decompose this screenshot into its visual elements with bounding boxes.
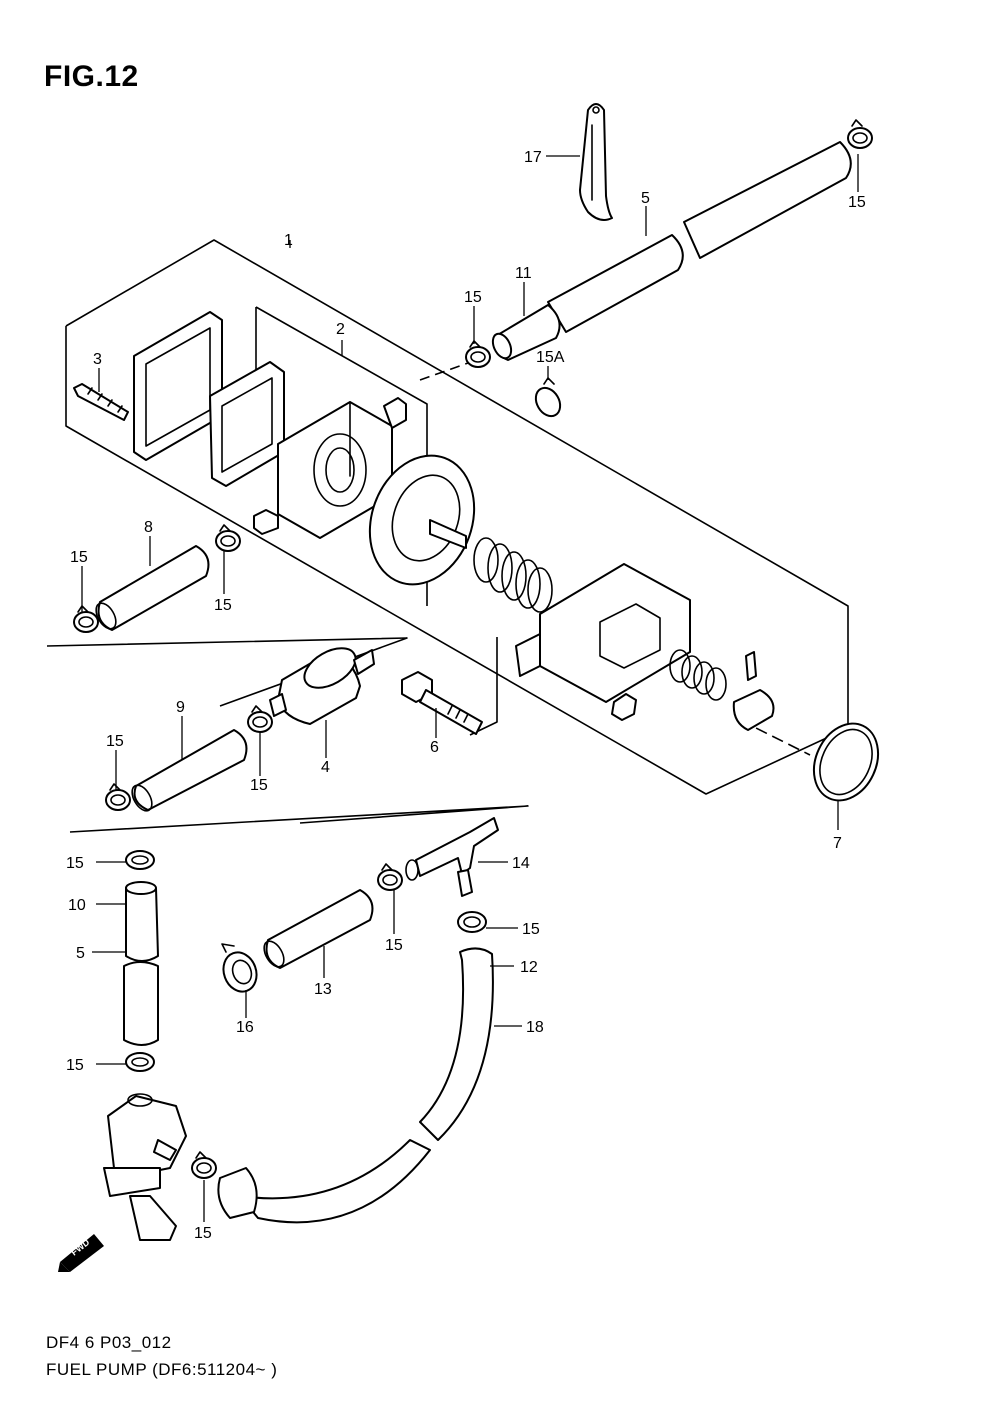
callout-11: 11 bbox=[515, 265, 532, 282]
part-4-fuel-filter bbox=[269, 647, 375, 725]
pump-body bbox=[253, 397, 407, 539]
leader-lines bbox=[81, 154, 859, 1222]
callout-17: 17 bbox=[524, 149, 542, 166]
callout-12: 12 bbox=[520, 959, 538, 976]
callout-15-left-d: 15 bbox=[66, 1057, 84, 1074]
part-17-clip bbox=[579, 103, 613, 221]
callout-15-mid-c: 15 bbox=[385, 937, 403, 954]
fuel-connector bbox=[103, 1093, 187, 1241]
check-valve-spring bbox=[611, 649, 775, 731]
callout-9: 9 bbox=[176, 699, 185, 716]
callouts: 1 2 3 17 5 15 11 15 15A 8 15 15 9 15 15 … bbox=[66, 149, 866, 1242]
callout-18: 18 bbox=[526, 1019, 544, 1036]
part-16-clamp bbox=[221, 943, 258, 993]
callout-6: 6 bbox=[430, 739, 439, 756]
callout-15-mid-a: 15 bbox=[214, 597, 232, 614]
callout-5-top: 5 bbox=[641, 190, 650, 207]
part-14-tee-joint bbox=[405, 817, 499, 897]
diaphragm-spring bbox=[473, 537, 553, 613]
part-15A-clip bbox=[534, 377, 562, 418]
part-5-hose-top bbox=[491, 141, 852, 361]
callout-8: 8 bbox=[144, 519, 153, 536]
diagram-caption: FUEL PUMP (DF6:511204~ ) bbox=[46, 1360, 278, 1379]
hose-clamps bbox=[73, 119, 873, 1179]
part-13-hose bbox=[263, 889, 374, 969]
callout-1: 1 bbox=[284, 232, 293, 249]
pump-cover-gasket bbox=[133, 311, 285, 487]
callout-15-upper: 15 bbox=[464, 289, 482, 306]
pump-diaphragm bbox=[368, 454, 476, 586]
callout-15-mid-b: 15 bbox=[250, 777, 268, 794]
part-3-screw bbox=[73, 383, 129, 421]
part-10-5-hose-vertical bbox=[123, 881, 159, 1046]
callout-15A: 15A bbox=[536, 349, 565, 366]
callout-15-left-b: 15 bbox=[106, 733, 124, 750]
callout-4: 4 bbox=[321, 759, 330, 776]
callout-15-top-right: 15 bbox=[848, 194, 866, 211]
callout-10: 10 bbox=[68, 897, 86, 914]
forward-arrow-icon bbox=[58, 1234, 104, 1272]
callout-16: 16 bbox=[236, 1019, 254, 1036]
callout-15-right-c: 15 bbox=[522, 921, 540, 938]
part-12-18-fuel-hose bbox=[217, 947, 494, 1224]
callout-5-bottom: 5 bbox=[76, 945, 85, 962]
pump-cover bbox=[515, 563, 691, 703]
part-9-hose bbox=[131, 729, 248, 812]
callout-15-left-a: 15 bbox=[70, 549, 88, 566]
fwd-badge: FWD bbox=[58, 1234, 104, 1272]
diagram-code: DF4 6 P03_012 bbox=[46, 1333, 172, 1352]
part-7-oring bbox=[812, 722, 880, 802]
callout-14: 14 bbox=[512, 855, 530, 872]
callout-15-bottom: 15 bbox=[194, 1225, 212, 1242]
callout-15-left-c: 15 bbox=[66, 855, 84, 872]
part-6-bolt bbox=[401, 671, 483, 735]
callout-7: 7 bbox=[833, 835, 842, 852]
figure-title: FIG.12 bbox=[44, 60, 139, 93]
part-8-hose bbox=[95, 545, 210, 631]
callout-13: 13 bbox=[314, 981, 332, 998]
callout-2: 2 bbox=[336, 321, 345, 338]
callout-3: 3 bbox=[93, 351, 102, 368]
